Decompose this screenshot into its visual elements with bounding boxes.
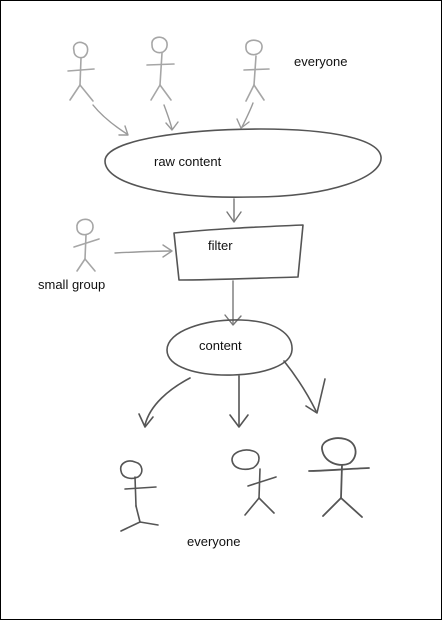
content-label: content bbox=[199, 338, 242, 353]
arrowhead-right bbox=[305, 378, 326, 414]
arrow-to-left bbox=[144, 377, 191, 426]
filter-to-content-arrow bbox=[224, 280, 242, 326]
small-group-label: small group bbox=[38, 277, 105, 292]
filter-box bbox=[173, 224, 304, 281]
bottom-person-3 bbox=[308, 437, 370, 518]
top-group-label: everyone bbox=[294, 54, 347, 69]
bottom-person-1 bbox=[119, 460, 159, 532]
top-person-3 bbox=[243, 39, 270, 102]
top-people-group bbox=[67, 36, 270, 102]
arrow-person3-to-raw bbox=[241, 102, 254, 128]
bottom-people-group bbox=[119, 437, 370, 532]
arrow-person2-to-raw bbox=[163, 104, 173, 130]
small-group-person bbox=[73, 218, 100, 272]
bottom-person-2 bbox=[231, 449, 277, 516]
arrowhead-person3 bbox=[236, 118, 250, 129]
arrow-to-right bbox=[283, 360, 317, 412]
arrowhead-person2 bbox=[165, 121, 179, 131]
small-group-to-filter-arrow bbox=[114, 244, 173, 258]
raw-to-filter-arrow bbox=[226, 198, 242, 223]
arrowhead-left bbox=[138, 413, 154, 428]
content-ellipse bbox=[166, 319, 293, 376]
filter-label: filter bbox=[208, 238, 233, 253]
raw-content-ellipse bbox=[104, 128, 382, 198]
arrowhead-person1 bbox=[118, 125, 129, 136]
content-to-bottom-arrows bbox=[138, 360, 326, 428]
arrow-person1-to-raw bbox=[92, 104, 128, 135]
top-to-raw-arrows bbox=[92, 102, 254, 136]
top-person-1 bbox=[67, 41, 95, 102]
bottom-group-label: everyone bbox=[187, 534, 240, 549]
top-person-2 bbox=[146, 36, 175, 101]
arrowhead-middle bbox=[229, 414, 249, 428]
raw-content-label: raw content bbox=[154, 154, 222, 169]
